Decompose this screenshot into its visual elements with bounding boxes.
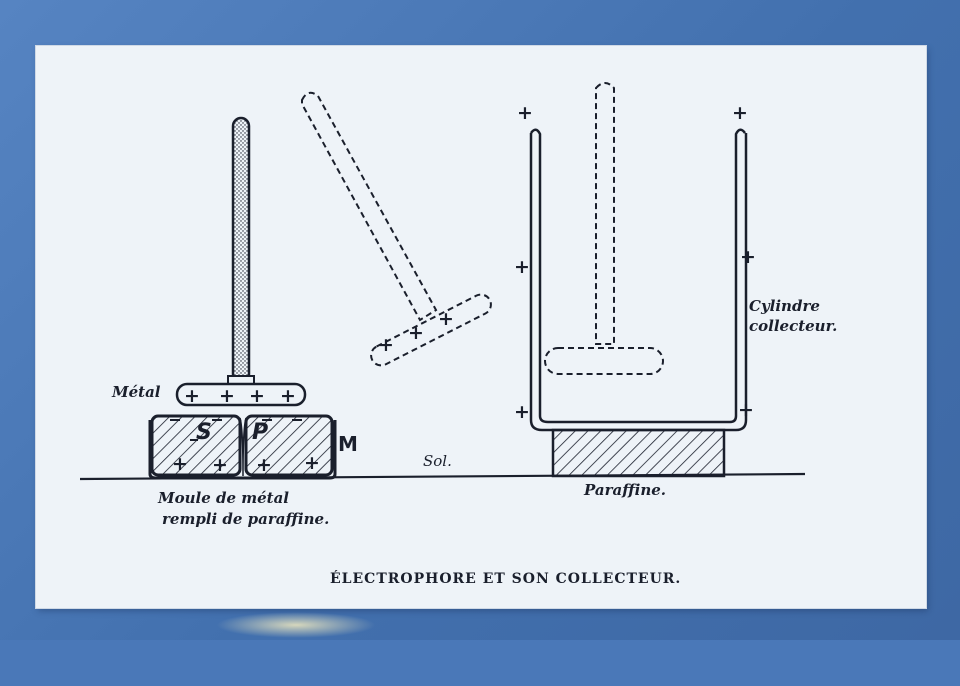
metal-mould: [148, 420, 337, 480]
plus-sign: +: [378, 334, 394, 356]
paraffin-cake-left: [150, 414, 242, 477]
label-m: M: [338, 432, 358, 456]
plus-sign: +: [517, 102, 533, 124]
plus-sign: +: [219, 385, 235, 407]
illustration-card: + + + + + + + + + + + + + + + + + Métal …: [36, 46, 926, 638]
plus-sign: +: [172, 453, 188, 475]
mould-seam: [239, 417, 247, 477]
plus-sign: +: [738, 399, 754, 421]
label-metal: Métal: [112, 383, 161, 401]
plus-sign: +: [408, 322, 424, 344]
label-s: S: [196, 420, 212, 445]
plus-sign: +: [304, 452, 320, 474]
metal-disc: [175, 382, 307, 407]
label-p: P: [252, 420, 269, 445]
label-mould-line2: rempli de paraffine.: [162, 510, 330, 528]
plus-sign: +: [184, 385, 200, 407]
plus-sign: +: [514, 401, 530, 423]
label-cylinder-line2: collecteur.: [749, 317, 838, 335]
plus-sign: +: [280, 385, 296, 407]
label-paraffin: Paraffine.: [584, 481, 666, 499]
insulating-handle: [231, 116, 251, 384]
paper-stain: [216, 612, 376, 638]
paraffin-cake-right: [244, 414, 334, 477]
label-sol: Sol.: [423, 452, 452, 470]
inner-electrophorus-dashed: [544, 82, 664, 375]
electrophorus-diagram: [79, 82, 806, 481]
lifted-electrophorus-dashed: [301, 91, 492, 367]
plus-sign: +: [740, 246, 756, 268]
plus-sign: +: [732, 102, 748, 124]
plus-sign: +: [249, 385, 265, 407]
plus-sign: +: [514, 256, 530, 278]
plus-sign: +: [212, 454, 228, 476]
figure-caption: ÉLECTROPHORE ET SON COLLECTEUR.: [330, 571, 682, 587]
plus-sign: +: [438, 308, 454, 330]
label-cylinder-line1: Cylindre: [749, 297, 820, 315]
paraffin-block: [551, 428, 726, 478]
negative-charges: [170, 419, 302, 441]
photo-background: + + + + + + + + + + + + + + + + + Métal …: [0, 0, 960, 640]
label-mould-line1: Moule de métal: [158, 489, 289, 507]
plus-sign: +: [256, 454, 272, 476]
collector-cylinder: [529, 128, 748, 432]
